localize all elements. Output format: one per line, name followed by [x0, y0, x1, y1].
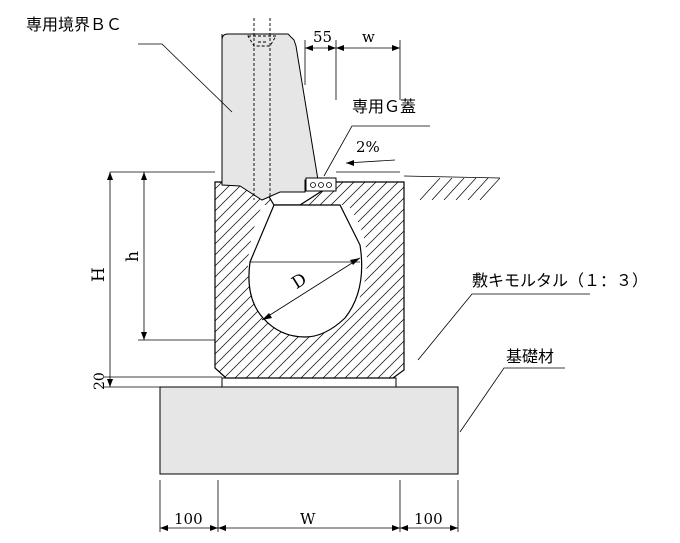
label-grating-cover: 専用Ｇ蓋	[352, 97, 416, 116]
dim-55: 55	[313, 28, 332, 46]
leader-grating	[323, 125, 430, 177]
dim-20: 20	[92, 372, 108, 390]
hatch-line	[289, 182, 404, 378]
hatch-line	[322, 182, 404, 378]
hatch-line	[215, 182, 216, 378]
hatch-line	[300, 182, 404, 378]
mortar-bed	[221, 377, 397, 388]
hatch-line	[215, 182, 282, 378]
bottom-dimensions	[159, 480, 459, 532]
hatch-line	[344, 182, 404, 378]
label-bedding-mortar: 敷キモルタル（１：３）	[472, 271, 648, 290]
hatch-line	[333, 182, 404, 378]
foundation-base	[159, 386, 459, 475]
top-dimension	[304, 40, 401, 100]
drain-body	[214, 181, 405, 379]
leader-mortar	[417, 293, 590, 361]
leader-foundation	[459, 367, 565, 433]
slope-label: 2%	[356, 138, 380, 156]
ground-hatch	[419, 178, 500, 200]
hatch-line	[215, 182, 271, 378]
hatch-line	[215, 182, 238, 378]
dim-right-100: 100	[414, 510, 443, 528]
dim-W: W	[300, 510, 316, 528]
vertical-dimensions	[104, 172, 222, 388]
dim-h: h	[123, 251, 143, 262]
hatch-line	[311, 182, 404, 378]
diameter-arrow	[261, 257, 361, 321]
drain-channel	[248, 204, 363, 338]
label-foundation: 基礎材	[506, 347, 554, 366]
dim-left-100: 100	[174, 510, 203, 528]
dim-H: H	[89, 267, 109, 282]
curb-block	[221, 18, 319, 201]
hatch-line	[355, 182, 404, 378]
label-curb-block: 専用境界ＢＣ	[26, 15, 122, 34]
leader-curb	[138, 43, 233, 113]
hatch-line	[366, 182, 404, 378]
slope-arrow	[345, 159, 396, 166]
hatch-line	[215, 182, 227, 378]
dim-w: w	[362, 28, 375, 46]
hatch-line	[215, 182, 260, 378]
hatch-line	[278, 182, 404, 378]
grating-cover	[305, 177, 337, 192]
hatch-line	[267, 182, 404, 378]
hatch-line	[215, 182, 293, 378]
